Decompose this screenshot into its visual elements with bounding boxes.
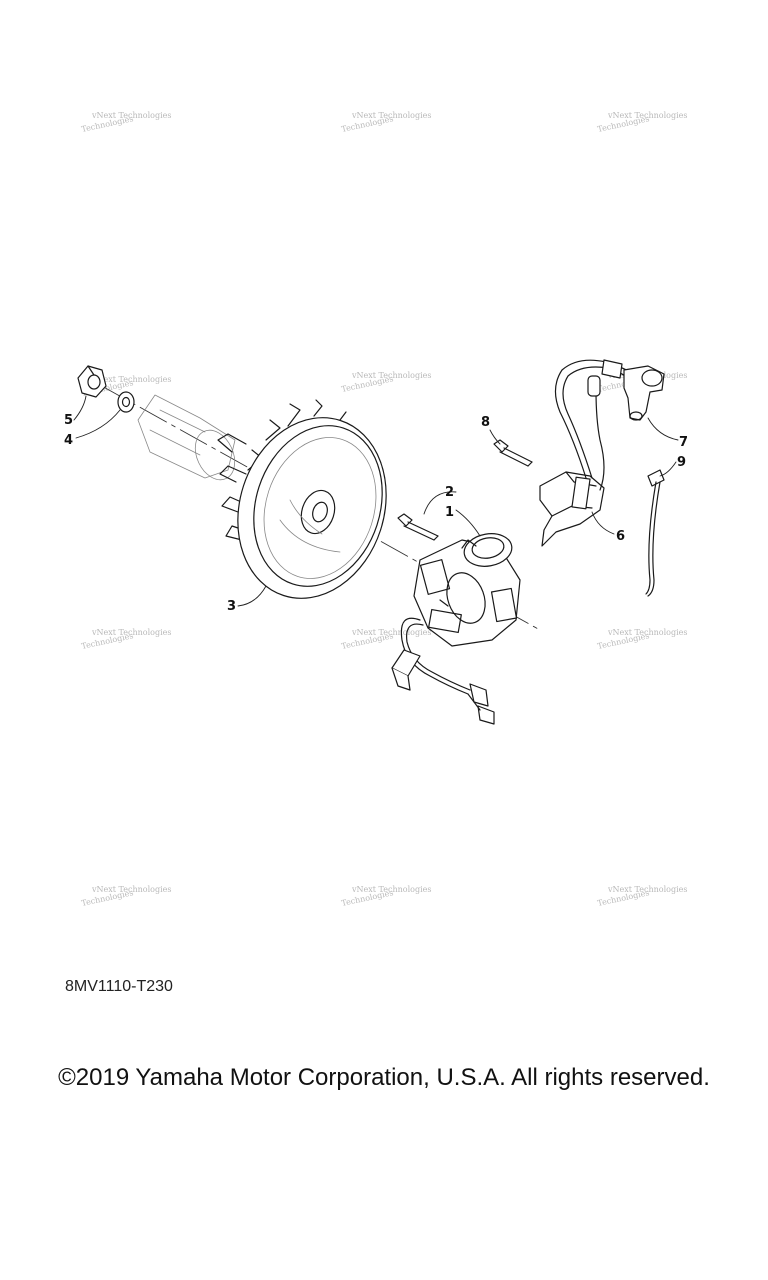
watermark: vNext Technologies Technologies bbox=[341, 628, 432, 651]
svg-text:vNext Technologies: vNext Technologies bbox=[607, 628, 687, 637]
svg-text:vNext Technologies: vNext Technologies bbox=[351, 628, 431, 637]
callouts: 1 2 3 4 5 6 7 8 9 bbox=[64, 413, 688, 614]
callout-5: 5 bbox=[64, 413, 73, 428]
watermark: vNext Technologies Technologies bbox=[341, 885, 432, 908]
svg-text:vNext Technologies: vNext Technologies bbox=[91, 628, 171, 637]
watermark: vNext Technologies Technologies bbox=[81, 628, 172, 651]
leader-6 bbox=[591, 511, 615, 535]
part-stator bbox=[391, 533, 521, 725]
exploded-view bbox=[73, 359, 679, 725]
part-stator-bolt bbox=[397, 513, 439, 541]
callout-3: 3 bbox=[227, 599, 236, 614]
leader-7 bbox=[647, 417, 679, 441]
part-nut bbox=[77, 365, 107, 398]
watermark: vNext Technologies Technologies bbox=[341, 371, 432, 394]
watermark: vNext Technologies Technologies bbox=[597, 111, 688, 134]
part-cable-tie bbox=[645, 469, 665, 597]
leader-9 bbox=[659, 461, 677, 477]
callout-9: 9 bbox=[677, 455, 686, 470]
svg-text:vNext Technologies: vNext Technologies bbox=[91, 111, 171, 120]
svg-text:vNext Technologies: vNext Technologies bbox=[351, 111, 431, 120]
diagram-code: 8MV1110-T230 bbox=[65, 978, 173, 995]
leader-4 bbox=[75, 409, 121, 439]
callout-6: 6 bbox=[616, 529, 625, 544]
part-flywheel bbox=[217, 399, 387, 599]
leader-8 bbox=[489, 429, 501, 445]
leader-2 bbox=[423, 491, 457, 515]
svg-text:vNext Technologies: vNext Technologies bbox=[91, 375, 171, 384]
crankshaft-outline bbox=[137, 394, 236, 481]
callout-4: 4 bbox=[64, 433, 73, 448]
copyright-notice: ©2019 Yamaha Motor Corporation, U.S.A. A… bbox=[58, 1064, 710, 1091]
leader-5 bbox=[73, 395, 87, 421]
callout-8: 8 bbox=[481, 415, 490, 430]
watermark: vNext Technologies Technologies bbox=[597, 628, 688, 651]
svg-text:vNext Technologies: vNext Technologies bbox=[91, 885, 171, 894]
callout-1: 1 bbox=[445, 505, 454, 520]
leader-3 bbox=[237, 585, 267, 607]
svg-text:vNext Technologies: vNext Technologies bbox=[607, 885, 687, 894]
watermark: vNext Technologies Technologies bbox=[81, 111, 172, 134]
svg-text:vNext Technologies: vNext Technologies bbox=[607, 111, 687, 120]
part-ignition-coil bbox=[539, 359, 635, 547]
leader-1 bbox=[455, 509, 481, 537]
watermark: vNext Technologies Technologies bbox=[81, 885, 172, 908]
svg-text:vNext Technologies: vNext Technologies bbox=[351, 885, 431, 894]
watermark: vNext Technologies Technologies bbox=[341, 111, 432, 134]
callout-7: 7 bbox=[679, 435, 688, 450]
part-spark-plug-cap bbox=[623, 365, 665, 421]
part-coil-bolt bbox=[493, 439, 533, 467]
callout-2: 2 bbox=[445, 485, 454, 500]
part-washer bbox=[117, 391, 135, 413]
svg-text:vNext Technologies: vNext Technologies bbox=[351, 371, 431, 380]
watermark: vNext Technologies Technologies bbox=[597, 885, 688, 908]
